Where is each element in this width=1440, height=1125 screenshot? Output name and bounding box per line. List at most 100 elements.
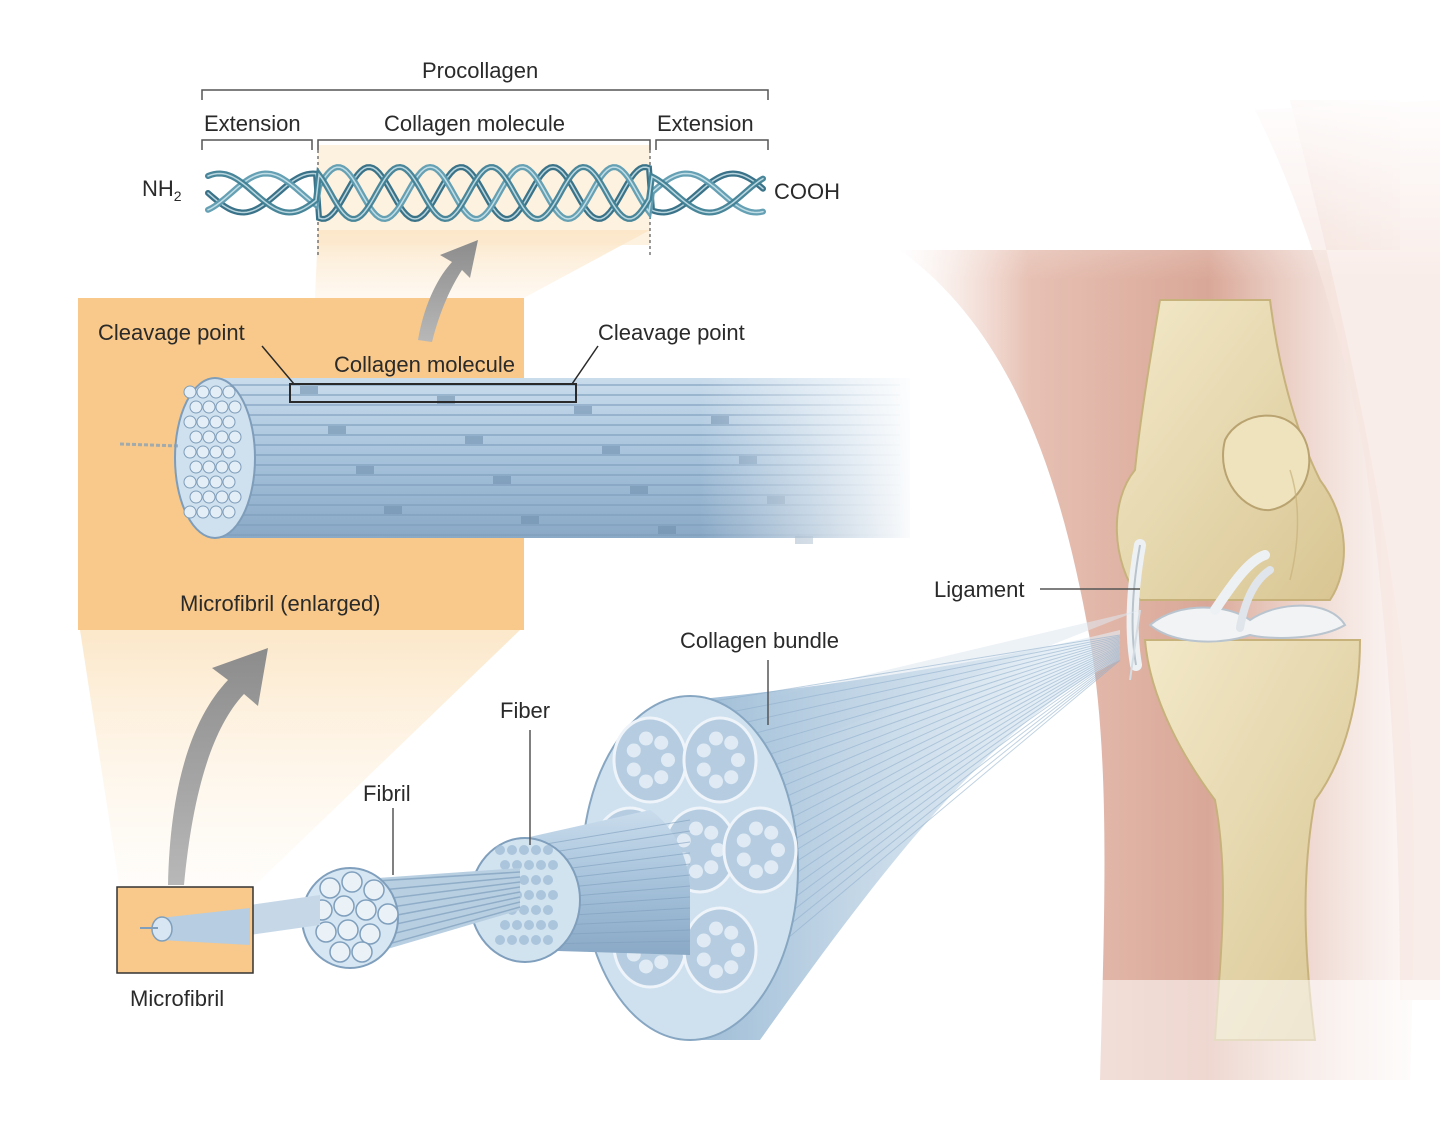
fascicle-fiber — [731, 943, 745, 957]
rod-gap — [602, 446, 620, 454]
fibril-microfibril — [351, 941, 373, 963]
bundle-body — [690, 630, 1120, 1040]
fibril-microfibril — [377, 903, 399, 925]
fascicle-fiber — [736, 833, 751, 848]
fascicle-fiber — [688, 864, 703, 879]
fibril-microfibril — [355, 899, 377, 921]
rod-end — [202, 490, 216, 504]
fascicle-fiber — [626, 762, 641, 777]
label-fiber: Fiber — [500, 698, 551, 723]
fibril-microfibril — [363, 879, 385, 901]
label-microfibril-enlarged: Microfibril (enlarged) — [180, 591, 381, 616]
rod-end — [196, 385, 210, 399]
rod-end — [196, 505, 210, 519]
fascicle-fiber — [696, 952, 711, 967]
rod-end — [215, 490, 229, 504]
knee-illustration — [880, 80, 1440, 1120]
fascicle-fiber — [711, 843, 725, 857]
label-nh2-text: NH — [142, 176, 174, 201]
fiber-subunit — [512, 860, 522, 870]
enlarged-microfibril — [119, 345, 920, 550]
fiber-subunit — [536, 890, 546, 900]
helix-highlight — [207, 166, 764, 220]
rod-end — [209, 505, 223, 519]
zoom-cone-lower — [80, 630, 520, 890]
fiber-subunit — [548, 920, 558, 930]
rod-end — [222, 475, 236, 489]
rod-gap — [384, 506, 402, 514]
rod-end — [222, 385, 236, 399]
fiber-subunit — [524, 890, 534, 900]
fiber-subunit — [543, 845, 553, 855]
fascicle-fiber — [724, 770, 739, 785]
fiber-subunit — [512, 920, 522, 930]
fascicle-fiber — [708, 774, 723, 789]
rod-gap — [328, 426, 346, 434]
fascicle-fiber — [771, 843, 785, 857]
rod-end — [189, 430, 203, 444]
rod-end — [202, 400, 216, 414]
fiber-subunit — [519, 905, 529, 915]
rod-end — [228, 430, 242, 444]
arrow-to-enlarged — [168, 648, 268, 885]
helix-highlight — [207, 166, 764, 220]
fascicle-fiber — [704, 860, 719, 875]
bracket-procollagen — [201, 89, 769, 100]
bundle-streak — [689, 636, 1121, 736]
label-fibril: Fibril — [363, 781, 411, 806]
label-nh2: NH2 — [142, 176, 182, 204]
meniscus — [1148, 604, 1347, 643]
rod-end — [228, 460, 242, 474]
fibril-microfibril — [337, 919, 359, 941]
fiber — [469, 810, 691, 963]
bundle-fascicle — [722, 806, 798, 894]
fascicle-fiber — [661, 753, 675, 767]
label-collagen-bundle: Collagen bundle — [680, 628, 840, 653]
bundle-streak — [689, 635, 1121, 721]
fascicle-fiber — [748, 864, 763, 879]
label-ligament: Ligament — [934, 577, 1025, 602]
fascicle-fiber — [764, 825, 779, 840]
fibril-microfibril — [333, 895, 355, 917]
rod-end — [209, 415, 223, 429]
label-cleavage-point-right: Cleavage point — [598, 320, 745, 345]
label-procollagen: Procollagen — [422, 58, 539, 83]
label-microfibril: Microfibril — [130, 986, 225, 1011]
fiber-streak — [539, 819, 691, 846]
fibril-microfibril — [319, 877, 341, 899]
fiber-subunit — [519, 935, 529, 945]
fiber-subunit — [495, 935, 505, 945]
cleavage-pointer-right — [571, 345, 599, 385]
fascicle-fiber — [708, 731, 723, 746]
bundle-fascicle — [612, 716, 688, 804]
fiber-subunit — [548, 860, 558, 870]
rod-end — [196, 415, 210, 429]
fiber-subunit — [495, 845, 505, 855]
rod-end — [215, 400, 229, 414]
rod-gap — [630, 486, 648, 494]
fascicle-fiber — [638, 959, 653, 974]
rod-end — [228, 400, 242, 414]
fibril-microfibril — [329, 941, 351, 963]
fibril-rod — [359, 871, 521, 883]
fiber-subunit — [519, 845, 529, 855]
fiber-subunit — [548, 890, 558, 900]
label-cleavage-point-left: Cleavage point — [98, 320, 245, 345]
cleavage-pointer-left — [261, 345, 295, 385]
fiber-subunit — [524, 920, 534, 930]
rod-end — [183, 415, 197, 429]
rod-end — [222, 505, 236, 519]
fascicle-fiber — [696, 762, 711, 777]
label-extension-left: Extension — [204, 111, 301, 136]
fascicle-fiber — [704, 825, 719, 840]
rod-end — [215, 430, 229, 444]
rod-end — [209, 475, 223, 489]
rod-end — [189, 460, 203, 474]
fiber-streak — [539, 830, 691, 855]
collagen-molecule-box — [289, 383, 577, 403]
rod-end — [183, 475, 197, 489]
fascicle-fiber — [708, 921, 723, 936]
fascicle-fiber — [654, 770, 669, 785]
fiber-subunit — [500, 920, 510, 930]
microfibril-small — [116, 886, 320, 974]
